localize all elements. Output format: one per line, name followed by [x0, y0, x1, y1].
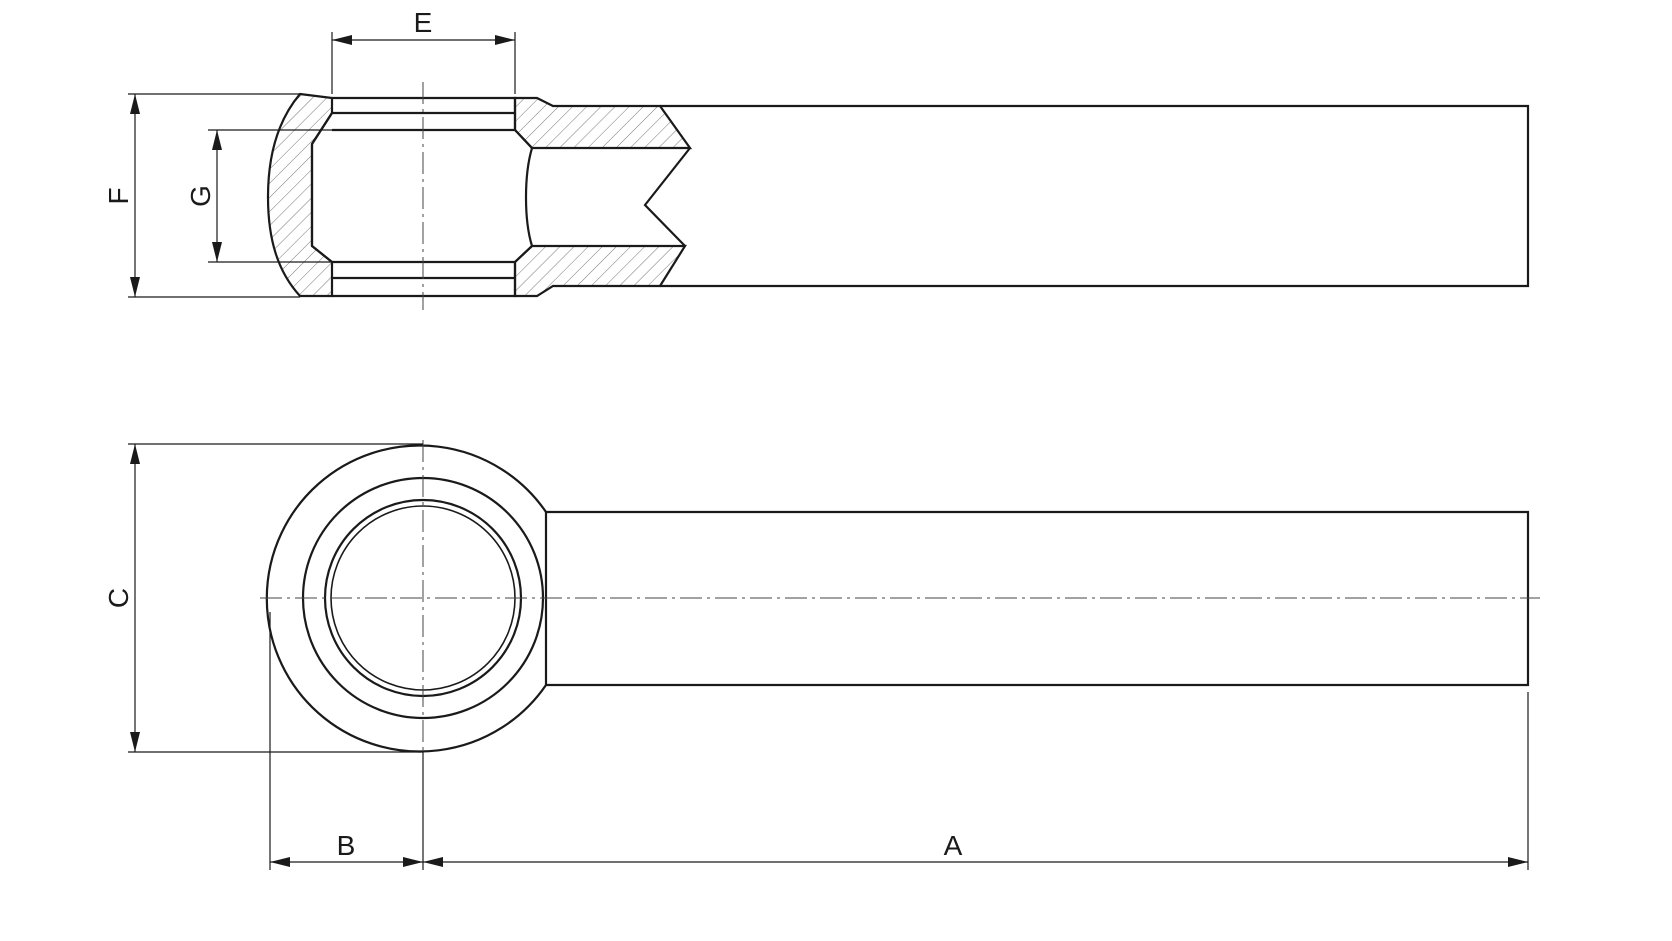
plan-eye-and-shank-outline	[265, 444, 1530, 753]
dimension-label-c: C	[103, 588, 134, 608]
section-shank-outline	[660, 104, 1530, 288]
section-view	[266, 82, 1530, 310]
dimension-b: B	[269, 612, 424, 870]
section-inner-bore	[310, 96, 534, 298]
dimension-g: G	[185, 129, 332, 263]
section-break-edge	[643, 147, 691, 247]
dimension-label-b: B	[337, 830, 356, 861]
plan-view	[260, 440, 1540, 753]
dimension-label-f: F	[103, 187, 134, 204]
dimension-e: E	[331, 7, 516, 94]
dimension-label-g: G	[185, 185, 216, 207]
dimension-c: C	[103, 443, 423, 753]
section-hatch-left	[266, 92, 334, 298]
section-hatch-lower-right	[513, 244, 687, 298]
dimension-label-e: E	[414, 7, 433, 38]
dimension-label-a: A	[944, 830, 963, 861]
dimension-f: F	[103, 93, 300, 298]
dimension-a: A	[423, 692, 1529, 870]
